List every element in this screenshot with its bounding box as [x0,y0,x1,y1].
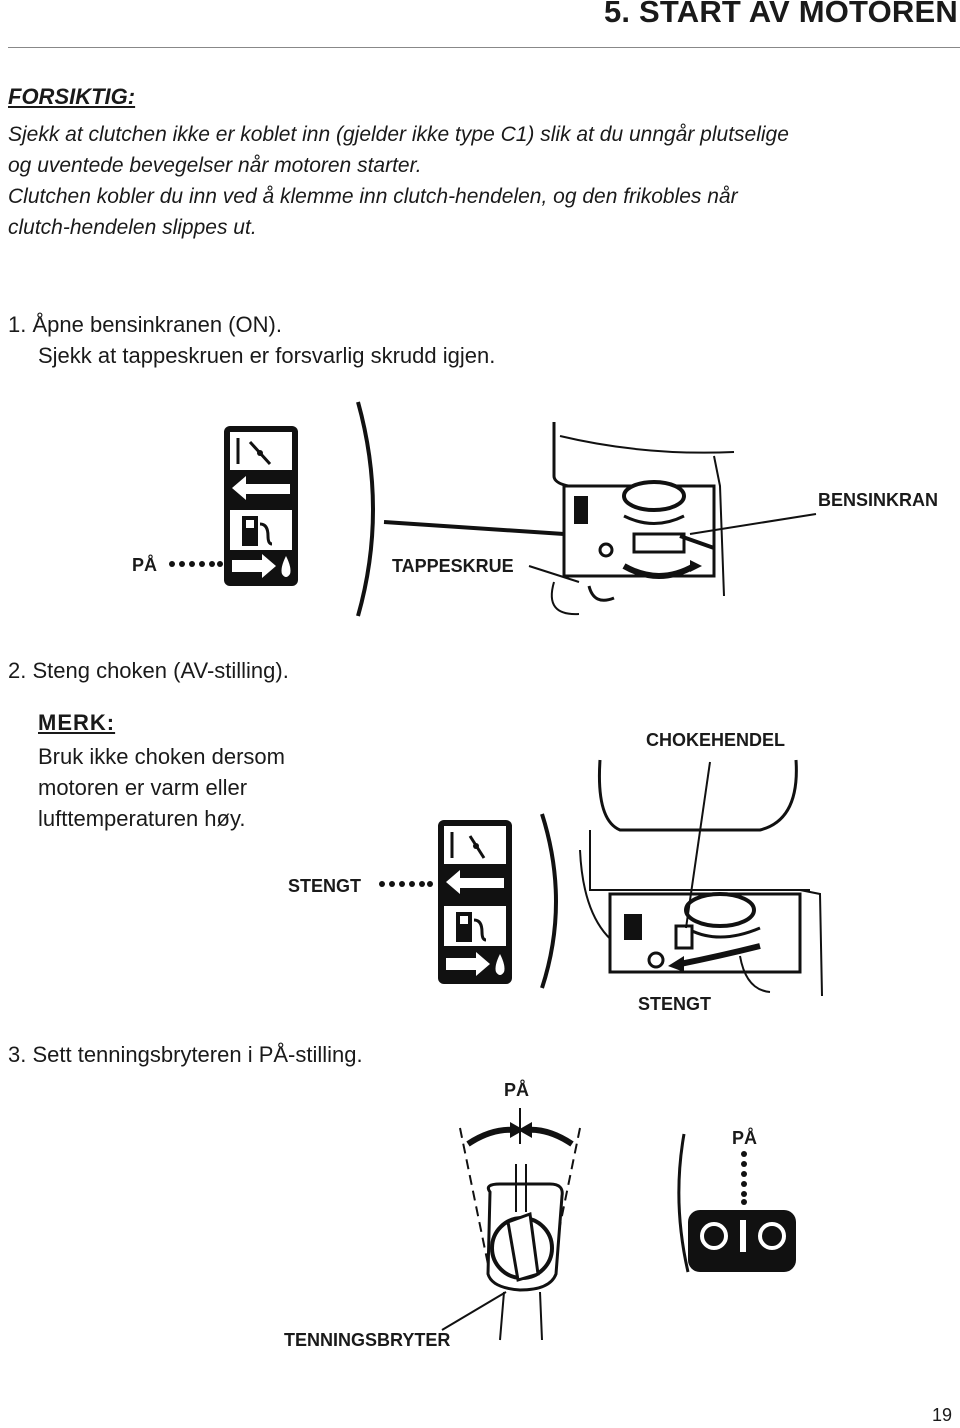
step2-instruction: 2. Steng choken (AV-stilling). [8,658,289,683]
caution-title: FORSIKTIG: [8,84,136,109]
label-fuel-valve: BENSINKRAN [818,490,939,510]
step1-instruction-detail: Sjekk at tappeskruen er forsvarlig skrud… [38,343,496,368]
page-header-title: 5. START AV MOTOREN [603,0,958,29]
note-line: lufttemperaturen høy. [38,806,246,831]
page-number: 19 [931,1405,952,1425]
dotted-leader [169,561,223,567]
decal-bracket [356,401,375,617]
label-closed-lever: STENGT [638,994,712,1014]
choke-decal [438,820,512,984]
note-line: Bruk ikke choken dersom [38,744,285,769]
label-closed: STENGT [288,876,362,896]
caution-line: clutch-hendelen slippes ut. [8,216,257,239]
caution-line: og uventede bevegelser når motoren start… [8,154,422,177]
choke-engine-illustration [579,759,823,997]
label-drain-screw: TAPPESKRUE [392,556,514,576]
fuel-valve-engine-illustration [383,422,817,616]
caution-line: Clutchen kobler du inn ved å klemme inn … [8,185,738,208]
decal-bracket [540,813,558,989]
label-choke-lever: CHOKEHENDEL [646,730,786,750]
note-line: motoren er varm eller [38,775,248,800]
dotted-leader [379,881,433,887]
label-on-symbol: PÅ [732,1128,758,1148]
label-ignition-switch: TENNINGSBRYTER [284,1330,451,1350]
label-on: PÅ [132,555,158,575]
label-on-switch: PÅ [504,1080,530,1100]
ignition-on-symbol [677,1133,796,1273]
fuel-valve-decal [224,426,298,586]
caution-line: Sjekk at clutchen ikke er koblet inn (gj… [8,123,789,146]
step1-instruction: 1. Åpne bensinkranen (ON). [8,312,282,337]
step3-instruction: 3. Sett tenningsbryteren i PÅ-stilling. [8,1042,363,1067]
note-title: MERK: [38,710,116,735]
ignition-switch-illustration [441,1108,581,1341]
header-divider [8,47,960,48]
